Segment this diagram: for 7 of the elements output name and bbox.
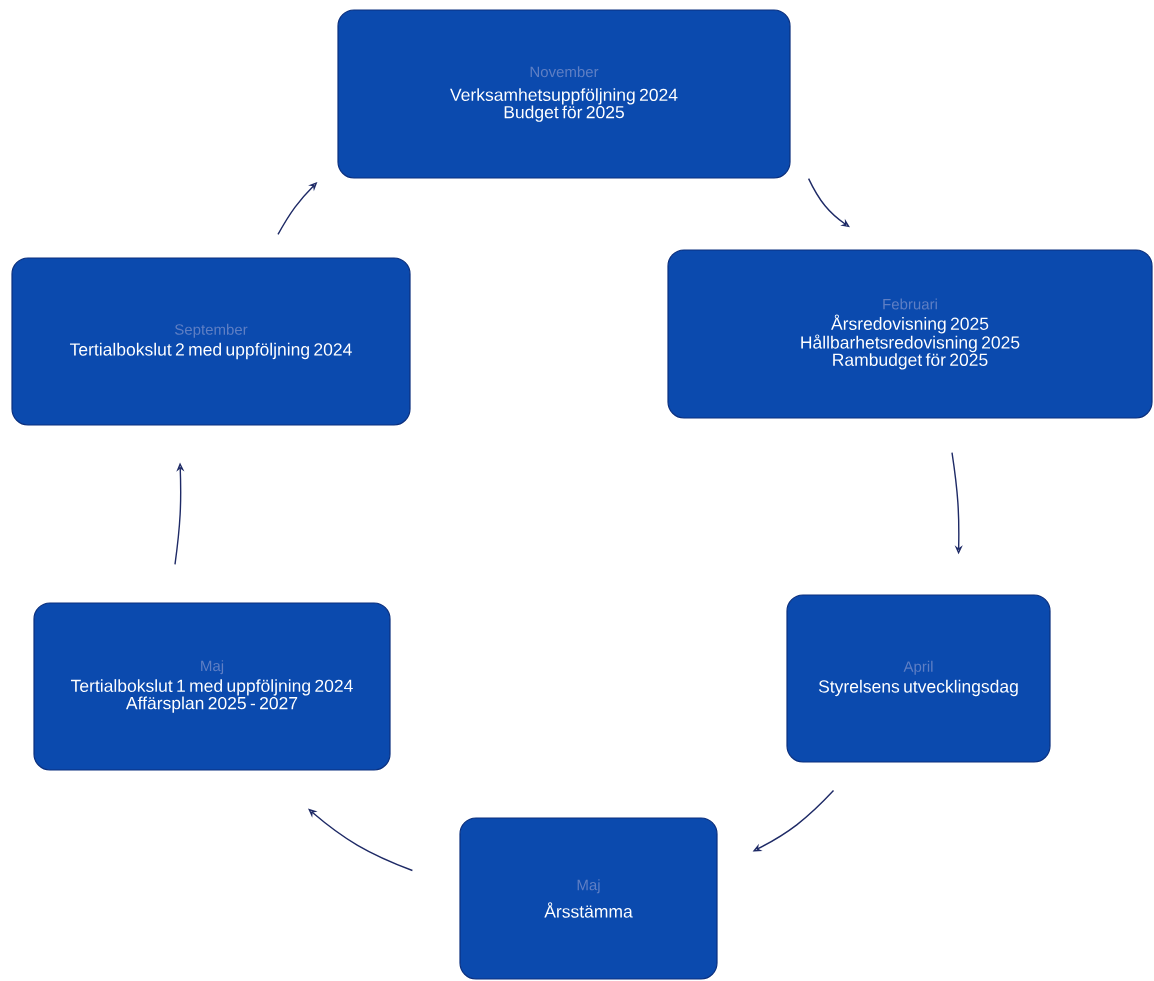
process-box: Februari Årsredovisning 2025 Hållbarhetsredovisning 2025 Rambudget för 2025 <box>667 249 1153 419</box>
arrow <box>807 177 850 228</box>
process-box: September Tertialbokslut 2 med uppföljning 2024 <box>11 257 411 426</box>
process-box: Maj Tertialbokslut 1 med uppföljning 2024 Affärsplan 2025 - 2027 <box>33 602 391 771</box>
process-box: Maj Årsstämma <box>459 817 718 980</box>
process-box: April Styrelsens utvecklingsdag <box>786 594 1051 763</box>
process-box: November Verksamhetsuppföljning 2024 Budget för 2025 <box>337 9 791 179</box>
